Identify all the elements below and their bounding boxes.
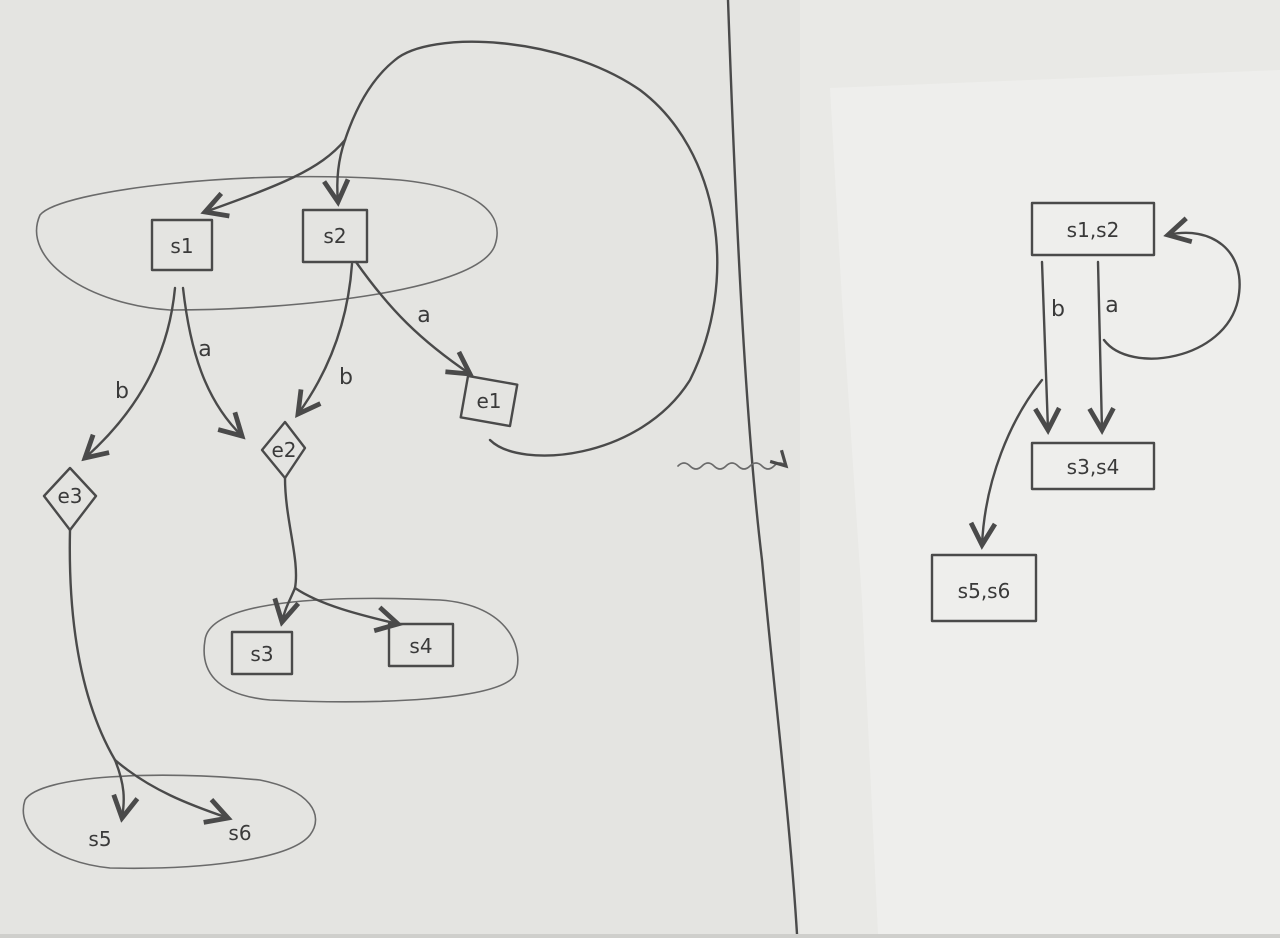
- node-s3: s3: [230, 630, 294, 676]
- node-s3-label: s3: [250, 642, 273, 666]
- node-e1: e1: [459, 374, 519, 428]
- node-s1-s2-label: s1,s2: [1067, 218, 1120, 242]
- edge-e3-s5: [115, 758, 124, 818]
- node-s5-s6: s5,s6: [930, 553, 1038, 623]
- node-e3-label: e3: [57, 484, 82, 508]
- node-s4-label: s4: [409, 634, 432, 658]
- edge-loop-to-s1: [205, 138, 347, 212]
- edge-right-a-self-loop: [1102, 233, 1241, 360]
- node-s1: s1: [150, 218, 214, 272]
- node-s3-s4: s3,s4: [1030, 441, 1156, 491]
- node-s4: s4: [387, 622, 455, 668]
- edge-s1-a-e2: [181, 286, 242, 436]
- edge-e2-s4: [293, 586, 398, 624]
- node-s3-s4-label: s3,s4: [1067, 455, 1120, 479]
- edge-e3-s6: [113, 758, 228, 818]
- edge-e3-stem: [68, 528, 117, 762]
- right-page-front: [830, 70, 1280, 934]
- edge-e2-s3: [282, 586, 295, 622]
- edge-right-b-s56: [982, 378, 1044, 545]
- edge-loop-to-s2: [337, 138, 345, 202]
- group-ellipse-s1-s2: [35, 175, 498, 311]
- edge-right-a-s34: [1098, 260, 1102, 430]
- edge-label-s2-b: b: [339, 365, 353, 390]
- edge-label-right-a: a: [1105, 293, 1118, 318]
- node-e2-label: e2: [271, 438, 296, 462]
- group-ellipse-s3-s4: [203, 597, 519, 703]
- edge-s1-b-e3: [85, 286, 177, 458]
- edge-s2-a-e1: [354, 260, 470, 374]
- node-s2-label: s2: [323, 224, 346, 248]
- edge-e2-stem: [283, 476, 298, 590]
- node-s2: s2: [301, 208, 369, 264]
- edge-label-s1-b: b: [115, 379, 129, 404]
- node-s5-s6-label: s5,s6: [958, 579, 1011, 603]
- edge-label-s1-a: a: [198, 337, 211, 362]
- node-s6-label: s6: [228, 821, 251, 845]
- edge-s2-b-e2: [298, 262, 354, 414]
- node-e1-label: e1: [476, 389, 501, 413]
- edge-label-s2-a: a: [417, 303, 430, 328]
- edge-right-b-s34: [1042, 260, 1048, 430]
- transform-squiggle-arrow: [677, 463, 786, 470]
- left-paper: [0, 0, 800, 934]
- edge-label-right-b: b: [1051, 297, 1065, 322]
- node-s1-label: s1: [170, 234, 193, 258]
- node-s1-s2: s1,s2: [1030, 201, 1156, 257]
- node-s5-label: s5: [88, 827, 111, 851]
- center-divider-line: [726, 0, 799, 936]
- edge-e1-loop: [343, 40, 719, 457]
